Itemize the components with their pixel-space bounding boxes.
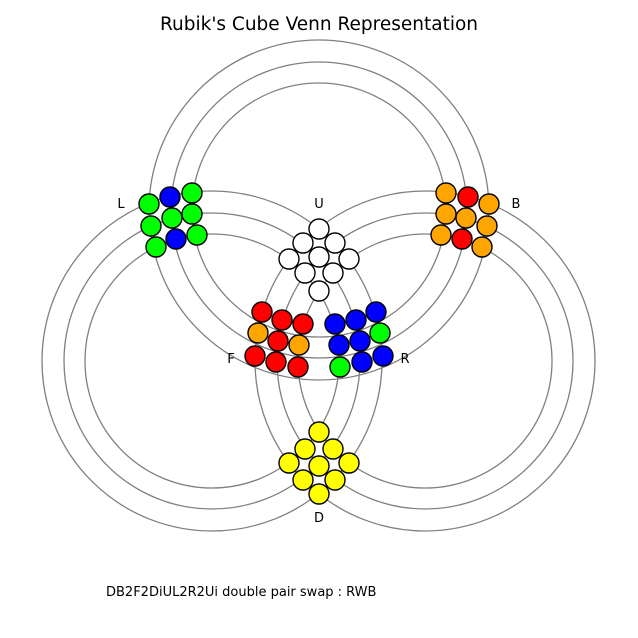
sticker-b-8-orange xyxy=(471,236,493,258)
sticker-d-6-yellow xyxy=(292,469,314,491)
sticker-d-8-yellow xyxy=(308,483,330,505)
face-b-stickers xyxy=(430,182,500,258)
sticker-l-0-green xyxy=(138,193,160,215)
sticker-d-7-yellow xyxy=(324,469,346,491)
face-f-stickers xyxy=(244,301,314,378)
sticker-groups xyxy=(138,182,500,505)
sticker-b-1-red xyxy=(457,186,479,208)
sticker-f-0-red xyxy=(251,301,273,323)
sticker-l-6-green xyxy=(145,236,167,258)
sticker-r-7-blue xyxy=(351,351,373,373)
sticker-l-2-green xyxy=(181,182,203,204)
sticker-b-3-orange xyxy=(435,203,457,225)
sticker-u-6-white xyxy=(294,262,316,284)
sticker-f-2-red xyxy=(292,313,314,335)
face-d-stickers xyxy=(278,421,360,505)
sticker-b-6-orange xyxy=(430,224,452,246)
face-label-d: D xyxy=(314,511,324,526)
sticker-l-4-green xyxy=(161,207,183,229)
sticker-d-4-yellow xyxy=(308,455,330,477)
sticker-r-0-blue xyxy=(324,313,346,335)
sticker-u-0-white xyxy=(308,218,330,240)
face-label-f: F xyxy=(227,352,234,367)
sticker-l-1-blue xyxy=(159,186,181,208)
diagram-title: Rubik's Cube Venn Representation xyxy=(160,14,478,35)
sticker-f-1-red xyxy=(271,309,293,331)
sticker-u-3-white xyxy=(278,248,300,270)
face-l-stickers xyxy=(138,182,208,258)
face-label-r: R xyxy=(400,352,409,367)
sticker-f-3-orange xyxy=(247,322,269,344)
sticker-u-5-white xyxy=(338,248,360,270)
sticker-d-3-yellow xyxy=(278,452,300,474)
sticker-r-2-blue xyxy=(365,301,387,323)
sticker-b-7-red xyxy=(451,228,473,250)
face-label-l: L xyxy=(117,197,125,212)
sticker-r-3-blue xyxy=(328,334,350,356)
sticker-d-1-yellow xyxy=(294,438,316,460)
sticker-b-4-orange xyxy=(455,207,477,229)
sticker-r-6-green xyxy=(329,356,351,378)
sticker-r-4-blue xyxy=(349,330,371,352)
sticker-f-8-red xyxy=(287,356,309,378)
sticker-f-4-red xyxy=(267,330,289,352)
sticker-d-0-yellow xyxy=(308,421,330,443)
sticker-b-5-orange xyxy=(476,215,498,237)
face-label-b: B xyxy=(512,197,521,212)
sticker-u-8-white xyxy=(308,280,330,302)
sticker-l-5-green xyxy=(181,203,203,225)
sticker-u-7-white xyxy=(322,262,344,284)
sticker-b-2-orange xyxy=(478,193,500,215)
sticker-l-3-green xyxy=(140,215,162,237)
sticker-b-0-orange xyxy=(435,182,457,204)
sticker-f-5-orange xyxy=(288,334,310,356)
algorithm-caption: DB2F2DiUL2R2Ui double pair swap : RWB xyxy=(106,585,376,600)
sticker-r-1-blue xyxy=(345,309,367,331)
sticker-d-5-yellow xyxy=(338,452,360,474)
sticker-f-6-red xyxy=(244,345,266,367)
sticker-l-7-blue xyxy=(165,228,187,250)
sticker-u-1-white xyxy=(292,232,314,254)
face-u-stickers xyxy=(278,218,360,302)
sticker-f-7-red xyxy=(265,351,287,373)
sticker-r-8-blue xyxy=(372,345,394,367)
sticker-u-4-white xyxy=(308,246,330,268)
face-r-stickers xyxy=(324,301,394,378)
face-label-u: U xyxy=(314,197,324,212)
sticker-d-2-yellow xyxy=(322,438,344,460)
sticker-r-5-green xyxy=(369,322,391,344)
sticker-l-8-green xyxy=(186,224,208,246)
sticker-u-2-white xyxy=(324,232,346,254)
